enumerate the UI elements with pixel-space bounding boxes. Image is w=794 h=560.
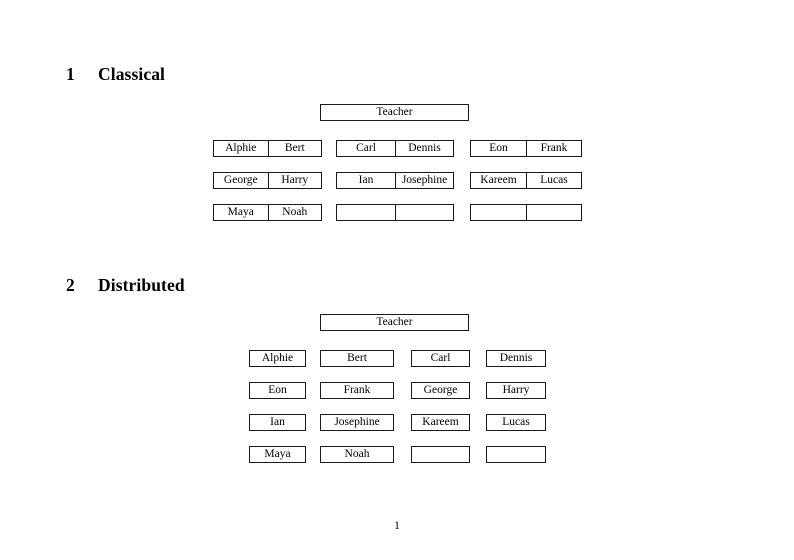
student-box: Eon [249,382,306,399]
section-number: 1 [66,64,75,84]
page-number: 1 [394,520,400,532]
student-box: Carl [411,350,470,367]
student-group-row: Alphie Bert Carl Dennis Eon Frank [0,140,794,172]
student-box-empty [486,446,546,463]
student-row: Ian Josephine Kareem Lucas [0,414,794,446]
student-box: Noah [320,446,394,463]
student-cell: Eon [489,142,508,154]
student-box: Harry [486,382,546,399]
student-box: Dennis [486,350,546,367]
student-cell: Bert [267,141,322,156]
student-box: Kareem [411,414,470,431]
student-cell: Dennis [395,141,453,156]
student-cell: Alphie [225,142,257,154]
student-pair-group-middle [336,204,454,221]
student-pair-group-right: Eon Frank [470,140,582,157]
student-pair-group-middle: Ian Josephine [336,172,454,189]
student-cell: Ian [358,174,374,186]
student-cell: Harry [267,173,322,188]
student-row: Maya Noah [0,446,794,478]
teacher-box: Teacher [320,314,469,331]
student-group-row: Maya Noah [0,204,794,236]
student-pair-group-left: Alphie Bert [213,140,322,157]
student-box: Josephine [320,414,394,431]
student-cell-empty [471,205,526,220]
teacher-row: Teacher [0,104,794,123]
student-pair-group-left: Maya Noah [213,204,322,221]
student-cell: Lucas [526,173,581,188]
student-box-empty [411,446,470,463]
section-title: Classical [98,64,166,84]
student-pair-group-middle: Carl Dennis [336,140,454,157]
student-box: Alphie [249,350,306,367]
student-pair-group-left: George Harry [213,172,322,189]
student-cell: Noah [267,205,322,220]
teacher-row: Teacher [0,314,794,333]
student-cell-empty [526,205,581,220]
student-cell-empty [395,205,453,220]
student-row: Alphie Bert Carl Dennis [0,350,794,382]
student-pair-group-right: Kareem Lucas [470,172,582,189]
student-cell-empty [337,205,395,220]
student-group-row: George Harry Ian Josephine Kareem Lucas [0,172,794,204]
student-cell: Maya [227,206,254,218]
student-cell: Frank [526,141,581,156]
student-box: George [411,382,470,399]
teacher-box: Teacher [320,104,469,121]
diagram-classical: Teacher Alphie Bert Carl Dennis Eon Fran… [0,104,794,236]
section-title: Distributed [98,275,185,295]
student-box: Bert [320,350,394,367]
student-cell: Kareem [480,174,517,186]
student-cell: George [223,174,258,186]
student-box: Lucas [486,414,546,431]
section-heading-distributed: 2 Distributed [66,275,185,296]
student-box: Frank [320,382,394,399]
student-row: Eon Frank George Harry [0,382,794,414]
student-pair-group-right [470,204,582,221]
student-cell: Josephine [395,173,453,188]
student-cell: Carl [356,142,376,154]
diagram-distributed: Teacher Alphie Bert Carl Dennis Eon Fran… [0,314,794,478]
section-heading-classical: 1 Classical [66,64,165,85]
student-box: Ian [249,414,306,431]
student-box: Maya [249,446,306,463]
section-number: 2 [66,275,75,295]
